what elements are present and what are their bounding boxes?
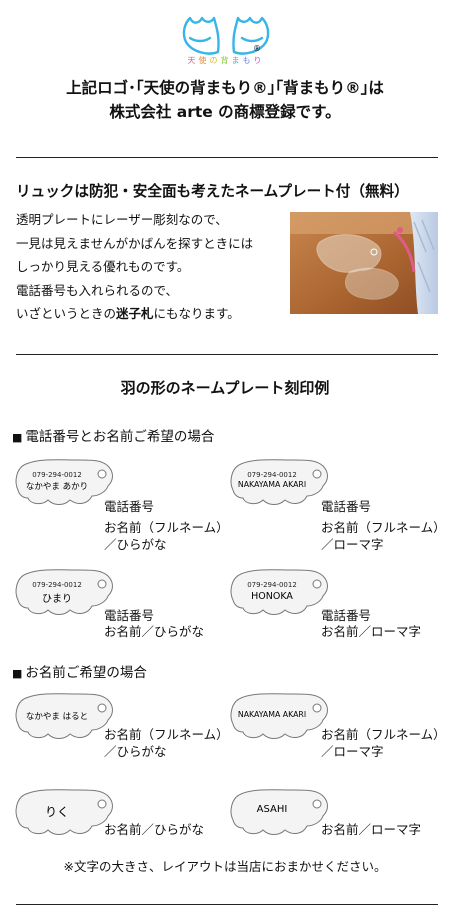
divider [16,354,438,355]
label: お名前（フルネーム） [321,727,446,742]
feature-line: しっかり見える優れものです。 [16,259,190,274]
label: ／ローマ字 [321,537,384,552]
plate-name: NAKAYAMA AKARI [237,710,307,719]
divider [16,904,438,905]
feature-text: 透明プレートにレーザー彫刻なので、 一見は見えませんがかばんを探すときには しっ… [16,208,286,326]
label: 電話番号 [104,499,155,514]
feature-heading: リュックは防犯・安全面も考えたネームプレート付（無料） [16,183,409,200]
layout-note: ※文字の大きさ、レイアウトは当店におまかせください。 [63,859,387,874]
section-title-text: お名前ご希望の場合 [25,665,147,681]
wing-nameplate [15,459,113,505]
logo-char: 使 [198,56,210,65]
logo-char: り [253,56,265,65]
label: お名前／ひらがな [104,624,205,639]
registered-mark: ® [253,44,261,53]
wing-nameplate [15,569,113,615]
feature-line: いざというときの迷子札にもなります。 [16,302,286,326]
plate-name: りく [44,805,69,819]
bullet-square: ■ [12,431,23,444]
label: お名前／ひらがな [104,822,205,837]
logo-char: 天 [187,56,199,65]
label: お名前（フルネーム） [104,727,229,742]
wing-nameplate [230,459,328,505]
label: 電話番号 [321,608,372,623]
logo-subtitle: 天使の背まもり [178,55,274,66]
divider [16,157,438,158]
label: ／ひらがな [104,537,167,552]
section-title-name-only: ■お名前ご希望の場合 [12,661,147,681]
plate-name: NAKAYAMA AKARI [237,480,307,489]
examples-heading: 羽の形のネームプレート刻印例 [120,379,330,397]
plate-phone: 079-294-0012 [247,581,297,589]
feature-text-part: いざというときの [16,306,117,321]
label: 電話番号 [104,608,155,623]
logo-char: も [242,56,254,65]
label: ／ローマ字 [321,744,384,759]
angel-wings-logo [182,16,270,55]
plate-name: ASAHI [256,804,288,815]
label: 電話番号 [321,499,372,514]
feature-line: 透明プレートにレーザー彫刻なので、 [16,212,228,227]
section-title-text: 電話番号とお名前ご希望の場合 [25,429,215,445]
label: お名前／ローマ字 [321,624,422,639]
trademark-line2: 株式会社 arte の商標登録です。 [109,103,341,121]
wing-nameplate [15,789,113,835]
label: お名前／ローマ字 [321,822,422,837]
wing-nameplate [15,693,113,739]
plate-phone: 079-294-0012 [32,581,82,589]
label: お名前（フルネーム） [104,520,229,535]
feature-text-part: にもなります。 [153,306,240,321]
label: ／ひらがな [104,744,167,759]
wing-nameplate [230,693,328,739]
trademark-line1: 上記ロゴ･｢天使の背まもり®｣｢背まもり®｣は [66,79,384,97]
plate-name: ひまり [42,594,72,605]
section-title-phone-and-name: ■電話番号とお名前ご希望の場合 [12,425,214,445]
plate-phone: 079-294-0012 [247,471,297,479]
logo-char: 背 [220,56,232,65]
bullet-square: ■ [12,667,23,680]
label: お名前（フルネーム） [321,520,446,535]
feature-line: 電話番号も入れられるので、 [16,282,179,298]
plate-name: なかやま あかり [25,482,89,492]
feature-line: 一見は見えませんがかばんを探すときには [16,235,254,251]
wing-nameplate [230,569,328,615]
nameplate-photo [290,212,438,314]
plate-name: なかやま はると [25,712,89,722]
plate-name: HONOKA [251,591,293,602]
wing-nameplate [230,789,328,835]
logo-char: の [209,56,221,65]
lost-child-tag-emphasis: 迷子札 [116,306,154,321]
plate-phone: 079-294-0012 [32,471,82,479]
logo-char: ま [231,56,243,65]
